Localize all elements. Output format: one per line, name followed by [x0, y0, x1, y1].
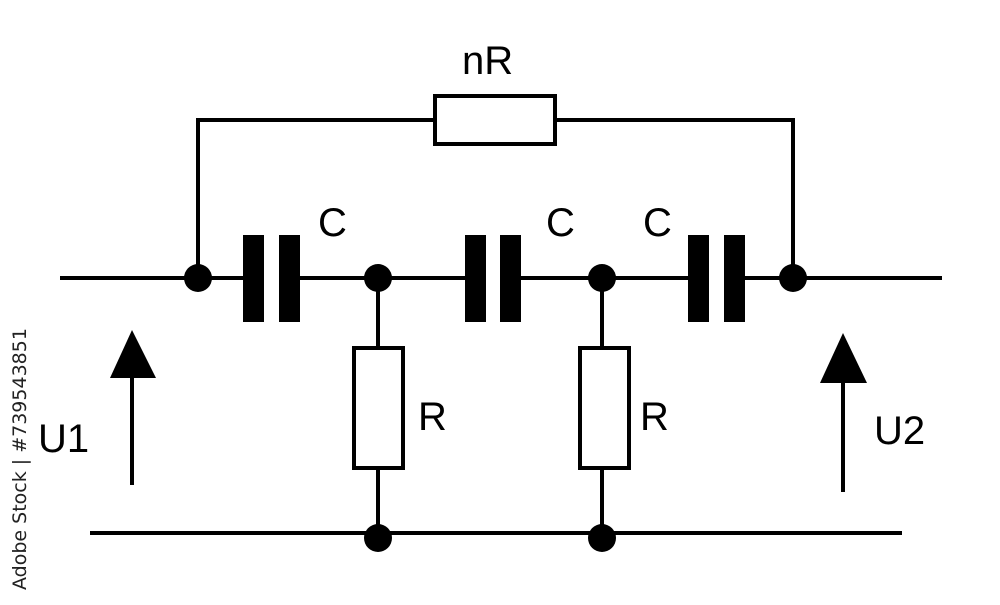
- label-u2: U2: [874, 409, 925, 453]
- label-u1: U1: [38, 417, 89, 461]
- u1-arrowhead-icon: [110, 330, 156, 378]
- resistor-r2: [578, 346, 631, 470]
- label-r1: R: [418, 395, 447, 439]
- label-r2: R: [640, 395, 669, 439]
- junction-node: [364, 264, 392, 292]
- junction-node: [588, 524, 616, 552]
- junction-node: [184, 264, 212, 292]
- junction-node: [364, 524, 392, 552]
- capacitor-c1: [243, 235, 300, 322]
- capacitor-c3: [688, 235, 745, 322]
- resistor-nR: [433, 94, 557, 146]
- label-c3: C: [643, 201, 672, 245]
- capacitor-c2: [465, 235, 521, 322]
- junction-node: [779, 264, 807, 292]
- label-c2: C: [546, 201, 575, 245]
- u2-arrowhead-icon: [820, 333, 867, 383]
- stock-watermark-text: Adobe Stock | #739543851: [9, 328, 31, 590]
- junction-node: [588, 264, 616, 292]
- label-nR: nR: [462, 39, 513, 83]
- label-c1: C: [318, 201, 347, 245]
- resistor-r1: [352, 346, 405, 470]
